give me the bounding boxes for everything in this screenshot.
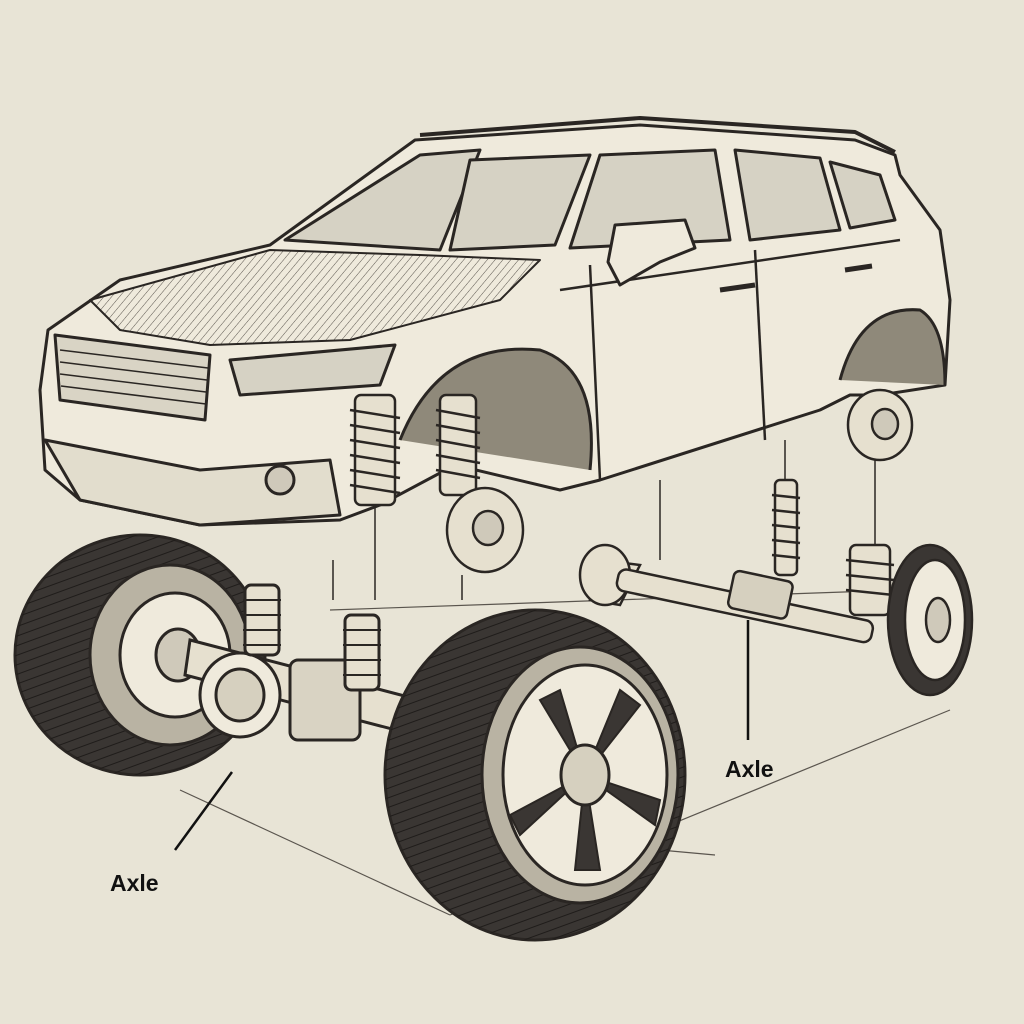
- car-body: [38, 116, 952, 527]
- front-axle-label: Axle: [110, 870, 159, 896]
- rear-hub-upper: [846, 388, 914, 462]
- rear-axle-assembly: [578, 478, 974, 697]
- rear-axle-label: Axle: [725, 756, 774, 782]
- label-leader-lines: [173, 620, 750, 851]
- assembly-guide-lines: [332, 440, 876, 600]
- front-axle-assembly: [13, 533, 687, 942]
- front-axle-leader-line: [173, 771, 234, 851]
- front-strut-springs: [349, 393, 525, 574]
